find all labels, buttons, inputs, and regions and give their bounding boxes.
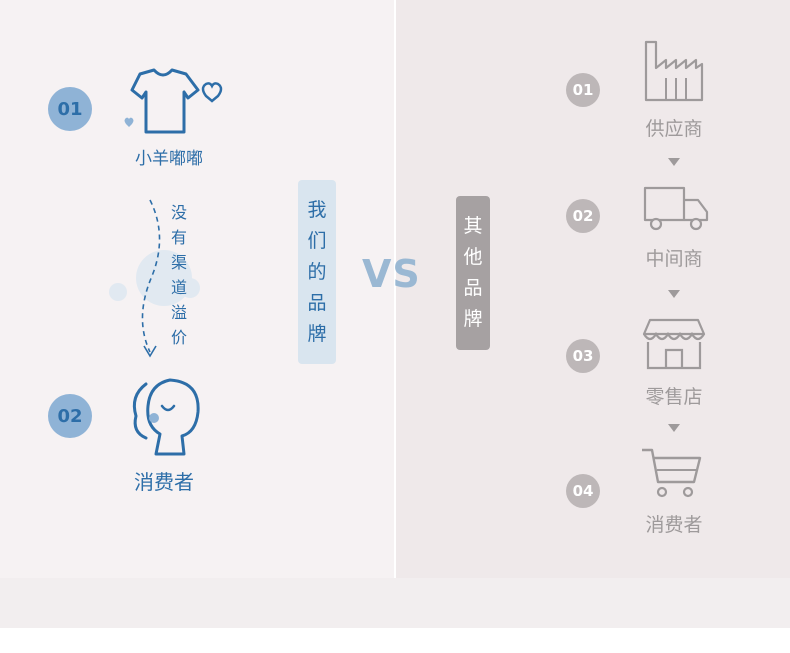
bottom-strip [0,578,790,628]
consumer-label: 消费者 [134,470,194,494]
supplier-label: 供应商 [645,118,703,140]
shopping-cart-icon [642,448,702,498]
flow-arrow-icon [668,290,680,298]
dashed-arrow-icon [109,199,200,358]
middleman-label: 中间商 [645,248,703,270]
store-icon [642,318,706,370]
retail-store-label: 零售店 [645,386,703,408]
step-number-badge: 02 [48,394,92,438]
panel-divider [394,0,396,578]
step-number-badge: 04 [566,474,600,508]
other-brand-pill: 其 他 品 牌 [456,196,490,350]
no-channel-markup-note: 没 有 渠 道 溢 价 [170,203,187,347]
truck-icon [643,186,709,231]
vs-label: VS [362,252,421,296]
step-number-badge: 03 [566,339,600,373]
our-brand-pill: 我 们 的 品 牌 [298,180,336,364]
consumer-label: 消费者 [645,514,703,536]
step-number-badge: 02 [566,199,600,233]
tshirt-heart-icon [124,68,223,134]
step-number-badge: 01 [566,73,600,107]
flow-arrow-icon [668,158,680,166]
brand-name-label: 小羊嘟嘟 [135,149,203,169]
factory-icon [644,40,704,102]
step-number-badge: 01 [48,87,92,131]
flow-arrow-icon [668,424,680,432]
person-profile-icon [132,378,200,456]
